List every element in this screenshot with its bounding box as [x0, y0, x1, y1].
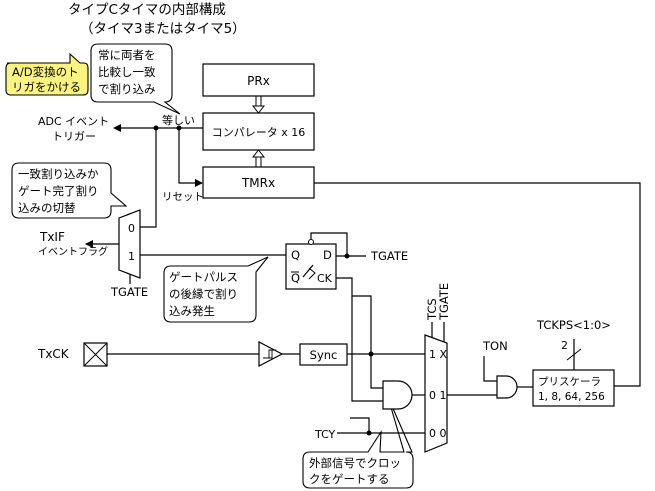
- event-flag-label: イベントフラグ: [38, 245, 108, 258]
- reset-label: リセット: [162, 191, 204, 203]
- prx-to-comparator-arrow: [251, 96, 266, 114]
- ad-trigger-note: A/D変換のト リガをかける: [5, 52, 89, 96]
- sel-01-label: 0 1: [429, 389, 447, 402]
- gate-pulse-line3: 込み発生: [169, 304, 215, 318]
- clock-select-mux: [424, 334, 448, 453]
- sync-label: Sync: [310, 348, 338, 362]
- gate-pulse-line2: の後縁で割り: [169, 287, 238, 301]
- tgate-sel-label: TGATE: [437, 283, 451, 321]
- mux-input-0: 0: [128, 222, 135, 235]
- tckps-label: TCKPS<1:0>: [536, 318, 611, 332]
- irq-select-line1: 一致割り込みか: [18, 167, 99, 181]
- note-line1: A/D変換のト: [12, 65, 79, 79]
- compare-line1: 常に両者を: [98, 48, 156, 62]
- irq-select-line2: ゲート完了割り: [18, 184, 99, 198]
- equal-label: 等しい: [162, 113, 195, 127]
- ton-line: [483, 356, 497, 382]
- and1-in-b-line: [351, 296, 383, 402]
- tcy-label: TCY: [314, 428, 336, 441]
- ff-qbar-label: Q: [291, 271, 300, 285]
- external-line2: クをゲートする: [309, 472, 390, 486]
- tmrx-register: [202, 166, 315, 199]
- adc-label-line1: ADC イベント: [38, 115, 109, 128]
- prx-label: PRx: [247, 74, 270, 88]
- tckps-bits-label: 2: [561, 339, 568, 352]
- compare-line3: で割り込み: [98, 82, 156, 96]
- tmrx-label: TMRx: [241, 176, 275, 190]
- interrupt-mux: [118, 209, 141, 279]
- title-line2: （タイマ3またはタイマ5）: [80, 21, 246, 37]
- tgate-ff-label: TGATE: [370, 249, 408, 263]
- ton-label: TON: [482, 339, 508, 353]
- comparator-block: [202, 112, 315, 151]
- sel-1x-label: 1 X: [429, 348, 447, 361]
- external-line1: 外部信号でクロッ: [309, 456, 401, 470]
- bus-slash: [566, 348, 582, 361]
- gate-pulse-line1: ゲートパルス: [169, 270, 238, 284]
- irq-select-callout: 一致割り込みか ゲート完了割り 込みの切替: [11, 162, 128, 219]
- junction-dot: [344, 253, 350, 259]
- prescaler-to-tmrx-line: [314, 182, 641, 387]
- compare-callout: 常に両者を 比較し一致 で割り込み: [90, 43, 181, 115]
- schmitt-buffer: [258, 341, 284, 367]
- compare-line2: 比較し一致: [98, 65, 156, 79]
- comparator-label: コンパレータ x 16: [212, 126, 306, 139]
- ff-diag: [302, 264, 314, 278]
- ff-ck-label: CK: [317, 272, 333, 285]
- and1-in-a-line: [370, 356, 383, 389]
- gate-and: [382, 380, 413, 410]
- ton-and: [496, 375, 518, 399]
- tcy-to-and-line: [350, 417, 370, 433]
- equal-to-mux-line: [140, 128, 157, 228]
- ff-reset-bubble: [308, 239, 314, 245]
- adc-label-line2: トリガー: [52, 130, 96, 143]
- ck-triangle: [308, 267, 316, 280]
- note-line2: リガをかける: [12, 80, 81, 94]
- gate-pulse-callout: ゲートパルス の後縁で割り 込み発生: [163, 256, 269, 323]
- prescaler-label-line1: プリスケーラ: [538, 376, 601, 388]
- ff-q-label: Q: [291, 248, 300, 262]
- sel-00-label: 0 0: [429, 427, 447, 440]
- irq-select-line3: 込みの切替: [18, 201, 76, 215]
- mux-input-1: 1: [128, 250, 135, 263]
- external-gate-callout: 外部信号でクロッ クをゲートする: [302, 396, 414, 489]
- junction-dot: [368, 351, 374, 357]
- tgate-mux-label: TGATE: [110, 285, 148, 299]
- ff-d-label: D: [323, 248, 332, 262]
- tmrx-to-comparator-arrow: [251, 149, 266, 167]
- prescaler-label-line2: 1, 8, 64, 256: [538, 391, 605, 403]
- ff-feedback-line: [310, 232, 348, 256]
- title-line1: タイプCタイマの内部構成: [68, 2, 226, 18]
- prx-register: [202, 63, 315, 97]
- txif-label: TxIF: [39, 230, 65, 244]
- tcs-label: TCS: [425, 298, 439, 321]
- txck-label: TxCK: [37, 347, 70, 361]
- prescaler-block: [532, 369, 615, 407]
- reset-line: [178, 128, 203, 187]
